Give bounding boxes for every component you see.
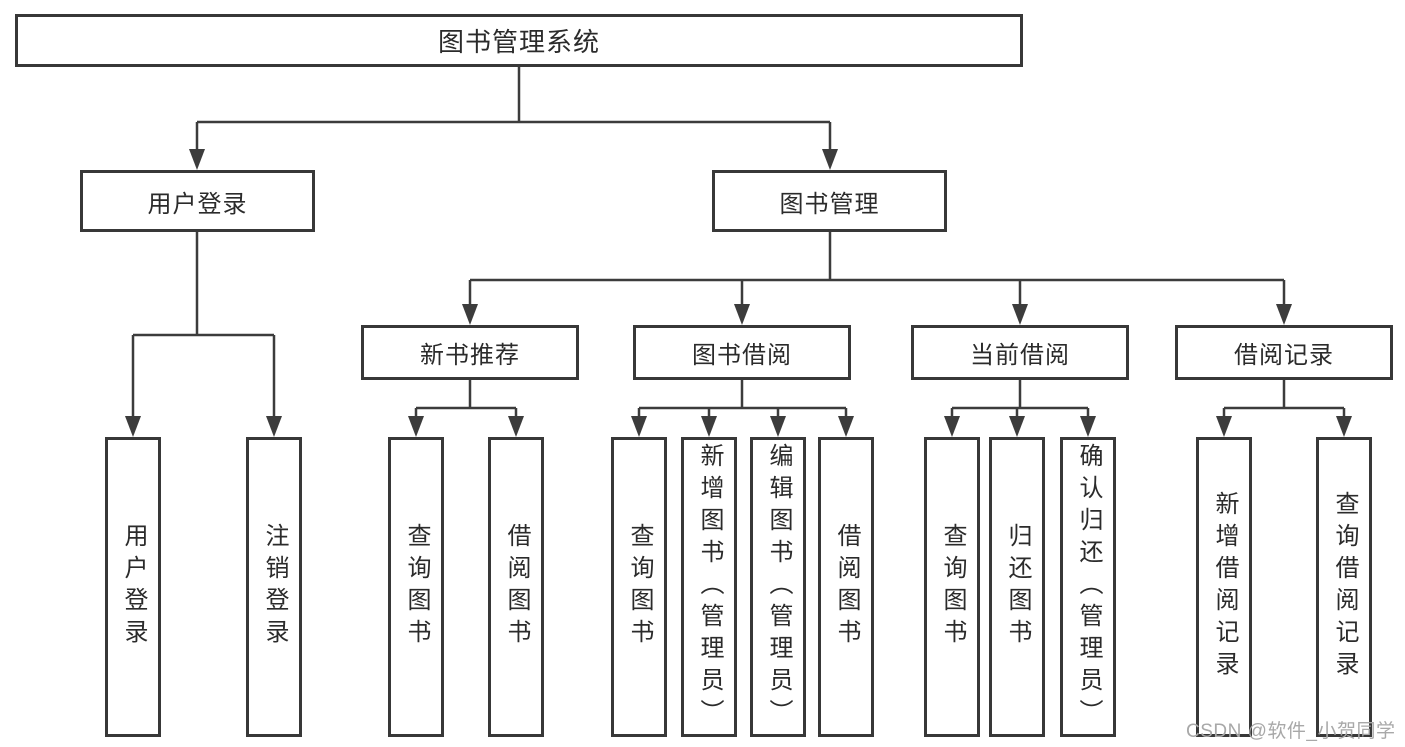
node-label: 借阅图书: [833, 523, 860, 651]
leaf-add-borrow-record: 新增借阅记录: [1196, 437, 1252, 737]
node-label: 确认归还（管理员）: [1075, 443, 1102, 731]
node-label: 新增借阅记录: [1211, 491, 1238, 683]
node-label: 查询图书: [939, 523, 966, 651]
node-new-book-recommendation: 新书推荐: [361, 325, 579, 380]
leaf-logout-login: 注销登录: [246, 437, 302, 737]
node-label: 借阅记录: [1234, 342, 1334, 369]
node-label: 用户登录: [147, 190, 248, 218]
leaf-borrow-books-recommend: 借阅图书: [488, 437, 544, 737]
node-label: 归还图书: [1004, 523, 1031, 651]
leaf-confirm-return-admin: 确认归还（管理员）: [1060, 437, 1116, 737]
leaf-borrow-books: 借阅图书: [818, 437, 874, 737]
leaf-query-books-borrowing: 查询图书: [611, 437, 667, 737]
leaf-add-books-admin: 新增图书（管理员）: [681, 437, 737, 737]
node-label: 新增图书（管理员）: [696, 443, 723, 731]
node-label: 用户登录: [120, 523, 147, 651]
node-library-management-system: 图书管理系统: [15, 14, 1023, 67]
node-label: 当前借阅: [970, 342, 1070, 369]
leaf-edit-books-admin: 编辑图书（管理员）: [750, 437, 806, 737]
node-label: 查询图书: [403, 523, 430, 651]
node-label: 图书借阅: [692, 342, 792, 369]
node-book-management-branch: 图书管理: [712, 170, 947, 232]
node-label: 编辑图书（管理员）: [765, 443, 792, 731]
node-label: 查询借阅记录: [1331, 491, 1358, 683]
node-current-borrowing: 当前借阅: [911, 325, 1129, 380]
node-book-borrowing: 图书借阅: [633, 325, 851, 380]
leaf-user-login: 用户登录: [105, 437, 161, 737]
leaf-query-books-current: 查询图书: [924, 437, 980, 737]
leaf-query-borrow-record: 查询借阅记录: [1316, 437, 1372, 737]
node-label: 注销登录: [261, 523, 288, 651]
node-borrowing-records: 借阅记录: [1175, 325, 1393, 380]
node-label: 图书管理: [779, 190, 880, 218]
leaf-query-books-recommend: 查询图书: [388, 437, 444, 737]
node-user-login-branch: 用户登录: [80, 170, 315, 232]
node-label: 新书推荐: [420, 342, 520, 369]
node-label: 查询图书: [626, 523, 653, 651]
node-label: 图书管理系统: [437, 27, 600, 57]
csdn-watermark: CSDN @软件_小贺同学: [1186, 721, 1396, 742]
node-label: 借阅图书: [503, 523, 530, 651]
leaf-return-books: 归还图书: [989, 437, 1045, 737]
